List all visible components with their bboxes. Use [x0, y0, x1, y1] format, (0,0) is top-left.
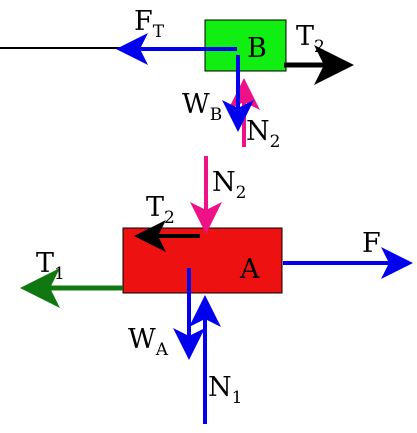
- force-t2-on-b-label: T2: [296, 21, 325, 57]
- force-t1-label: T1: [36, 248, 65, 284]
- force-n2-on-a-label: N2: [212, 167, 246, 203]
- block-a-label: A: [239, 254, 260, 285]
- force-ft-label: FT: [134, 6, 165, 42]
- force-t2-on-a-label: T2: [146, 192, 175, 228]
- block-b-label: B: [247, 33, 267, 64]
- block-b: [204, 19, 287, 72]
- force-f-label: F: [362, 228, 381, 259]
- force-wb-label: WB: [182, 89, 222, 125]
- force-n2-on-b-label: N2: [246, 116, 280, 152]
- force-wa-label: WA: [128, 324, 169, 360]
- force-n1-label: N1: [208, 372, 242, 408]
